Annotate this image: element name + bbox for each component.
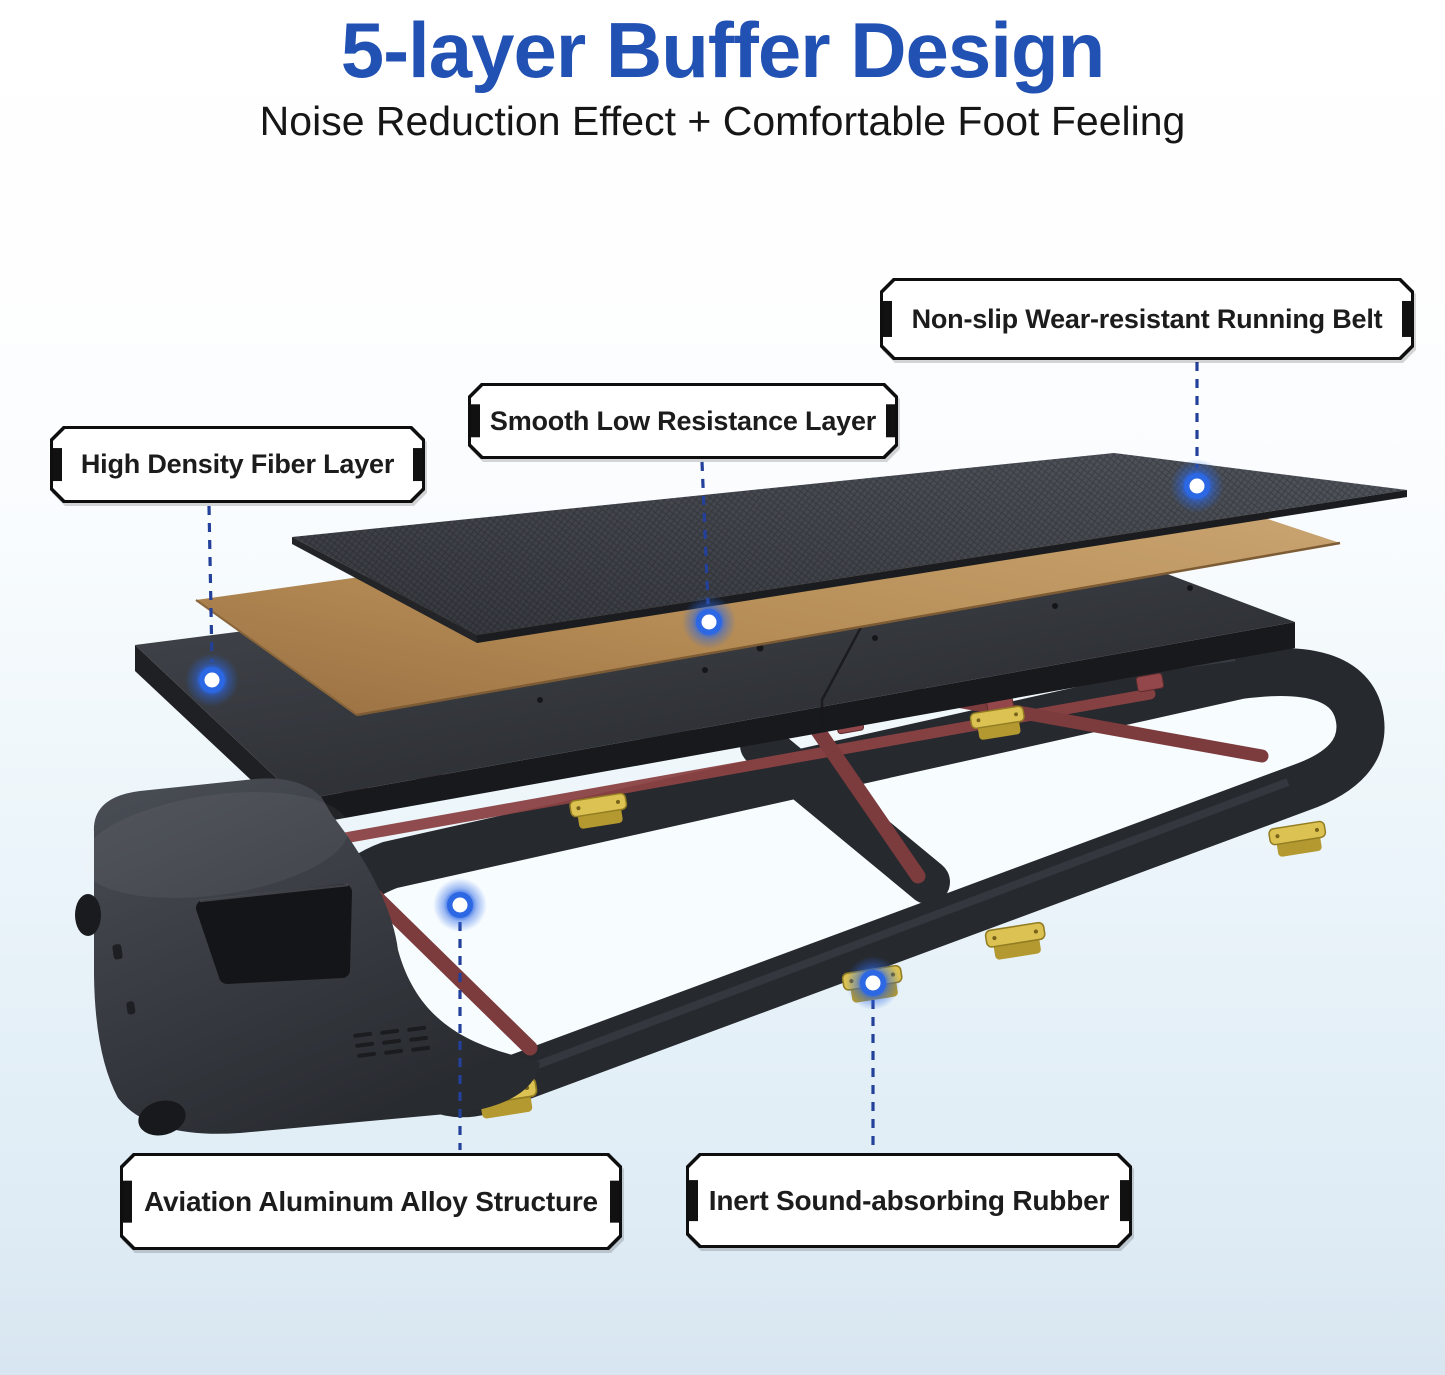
tag-side-bar bbox=[471, 404, 480, 437]
tag-side-bar bbox=[413, 448, 422, 482]
tag-side-bar bbox=[123, 1180, 132, 1223]
tag-side-bar bbox=[1402, 301, 1411, 337]
tag-side-bar bbox=[689, 1180, 698, 1222]
display-highlight bbox=[199, 883, 349, 903]
tag-side-bar bbox=[883, 301, 892, 337]
vent-grille bbox=[353, 1025, 431, 1058]
callout-fiber-layer: High Density Fiber Layer bbox=[50, 426, 425, 503]
leader-lines bbox=[207, 362, 1199, 1150]
marker-aluminum bbox=[433, 878, 487, 932]
treadmill-head bbox=[75, 778, 541, 1136]
marker-smooth-layer bbox=[682, 595, 736, 649]
marker-fiber-layer bbox=[185, 653, 239, 707]
callout-running-belt: Non-slip Wear-resistant Running Belt bbox=[880, 278, 1414, 360]
callout-label: Smooth Low Resistance Layer bbox=[489, 405, 877, 436]
tag-side-bar bbox=[886, 404, 895, 437]
head-side-ports bbox=[112, 944, 136, 1015]
callout-label: Inert Sound-absorbing Rubber bbox=[708, 1184, 1110, 1216]
damper bbox=[984, 921, 1049, 962]
callout-label: High Density Fiber Layer bbox=[80, 449, 395, 479]
header: 5-layer Buffer Design Noise Reduction Ef… bbox=[0, 0, 1445, 145]
callout-label: Non-slip Wear-resistant Running Belt bbox=[911, 303, 1383, 334]
transport-wheel-rear bbox=[75, 894, 101, 936]
callout-label: Aviation Aluminum Alloy Structure bbox=[144, 1185, 598, 1217]
tag-side-bar bbox=[53, 448, 62, 482]
frame-frontrail-highlight bbox=[490, 778, 1290, 1086]
tag-side-bar bbox=[610, 1180, 619, 1223]
head-sheen bbox=[81, 792, 349, 898]
tag-side-bar bbox=[1120, 1180, 1129, 1222]
damper bbox=[1267, 820, 1329, 859]
leader-smooth-layer bbox=[700, 461, 710, 605]
callout-smooth-layer: Smooth Low Resistance Layer bbox=[468, 383, 898, 459]
deck-front-face bbox=[300, 622, 1295, 826]
marker-running-belt bbox=[1170, 459, 1224, 513]
display-panel bbox=[196, 884, 352, 984]
transport-wheel-front bbox=[138, 1100, 186, 1136]
callout-aluminum-structure: Aviation Aluminum Alloy Structure bbox=[120, 1153, 622, 1250]
deck-screw-holes bbox=[537, 585, 1193, 703]
marker-rubber bbox=[846, 956, 900, 1010]
page-subtitle: Noise Reduction Effect + Comfortable Foo… bbox=[259, 97, 1186, 144]
page-title: 5-layer Buffer Design bbox=[340, 6, 1106, 94]
callout-rubber-damper: Inert Sound-absorbing Rubber bbox=[686, 1153, 1132, 1248]
